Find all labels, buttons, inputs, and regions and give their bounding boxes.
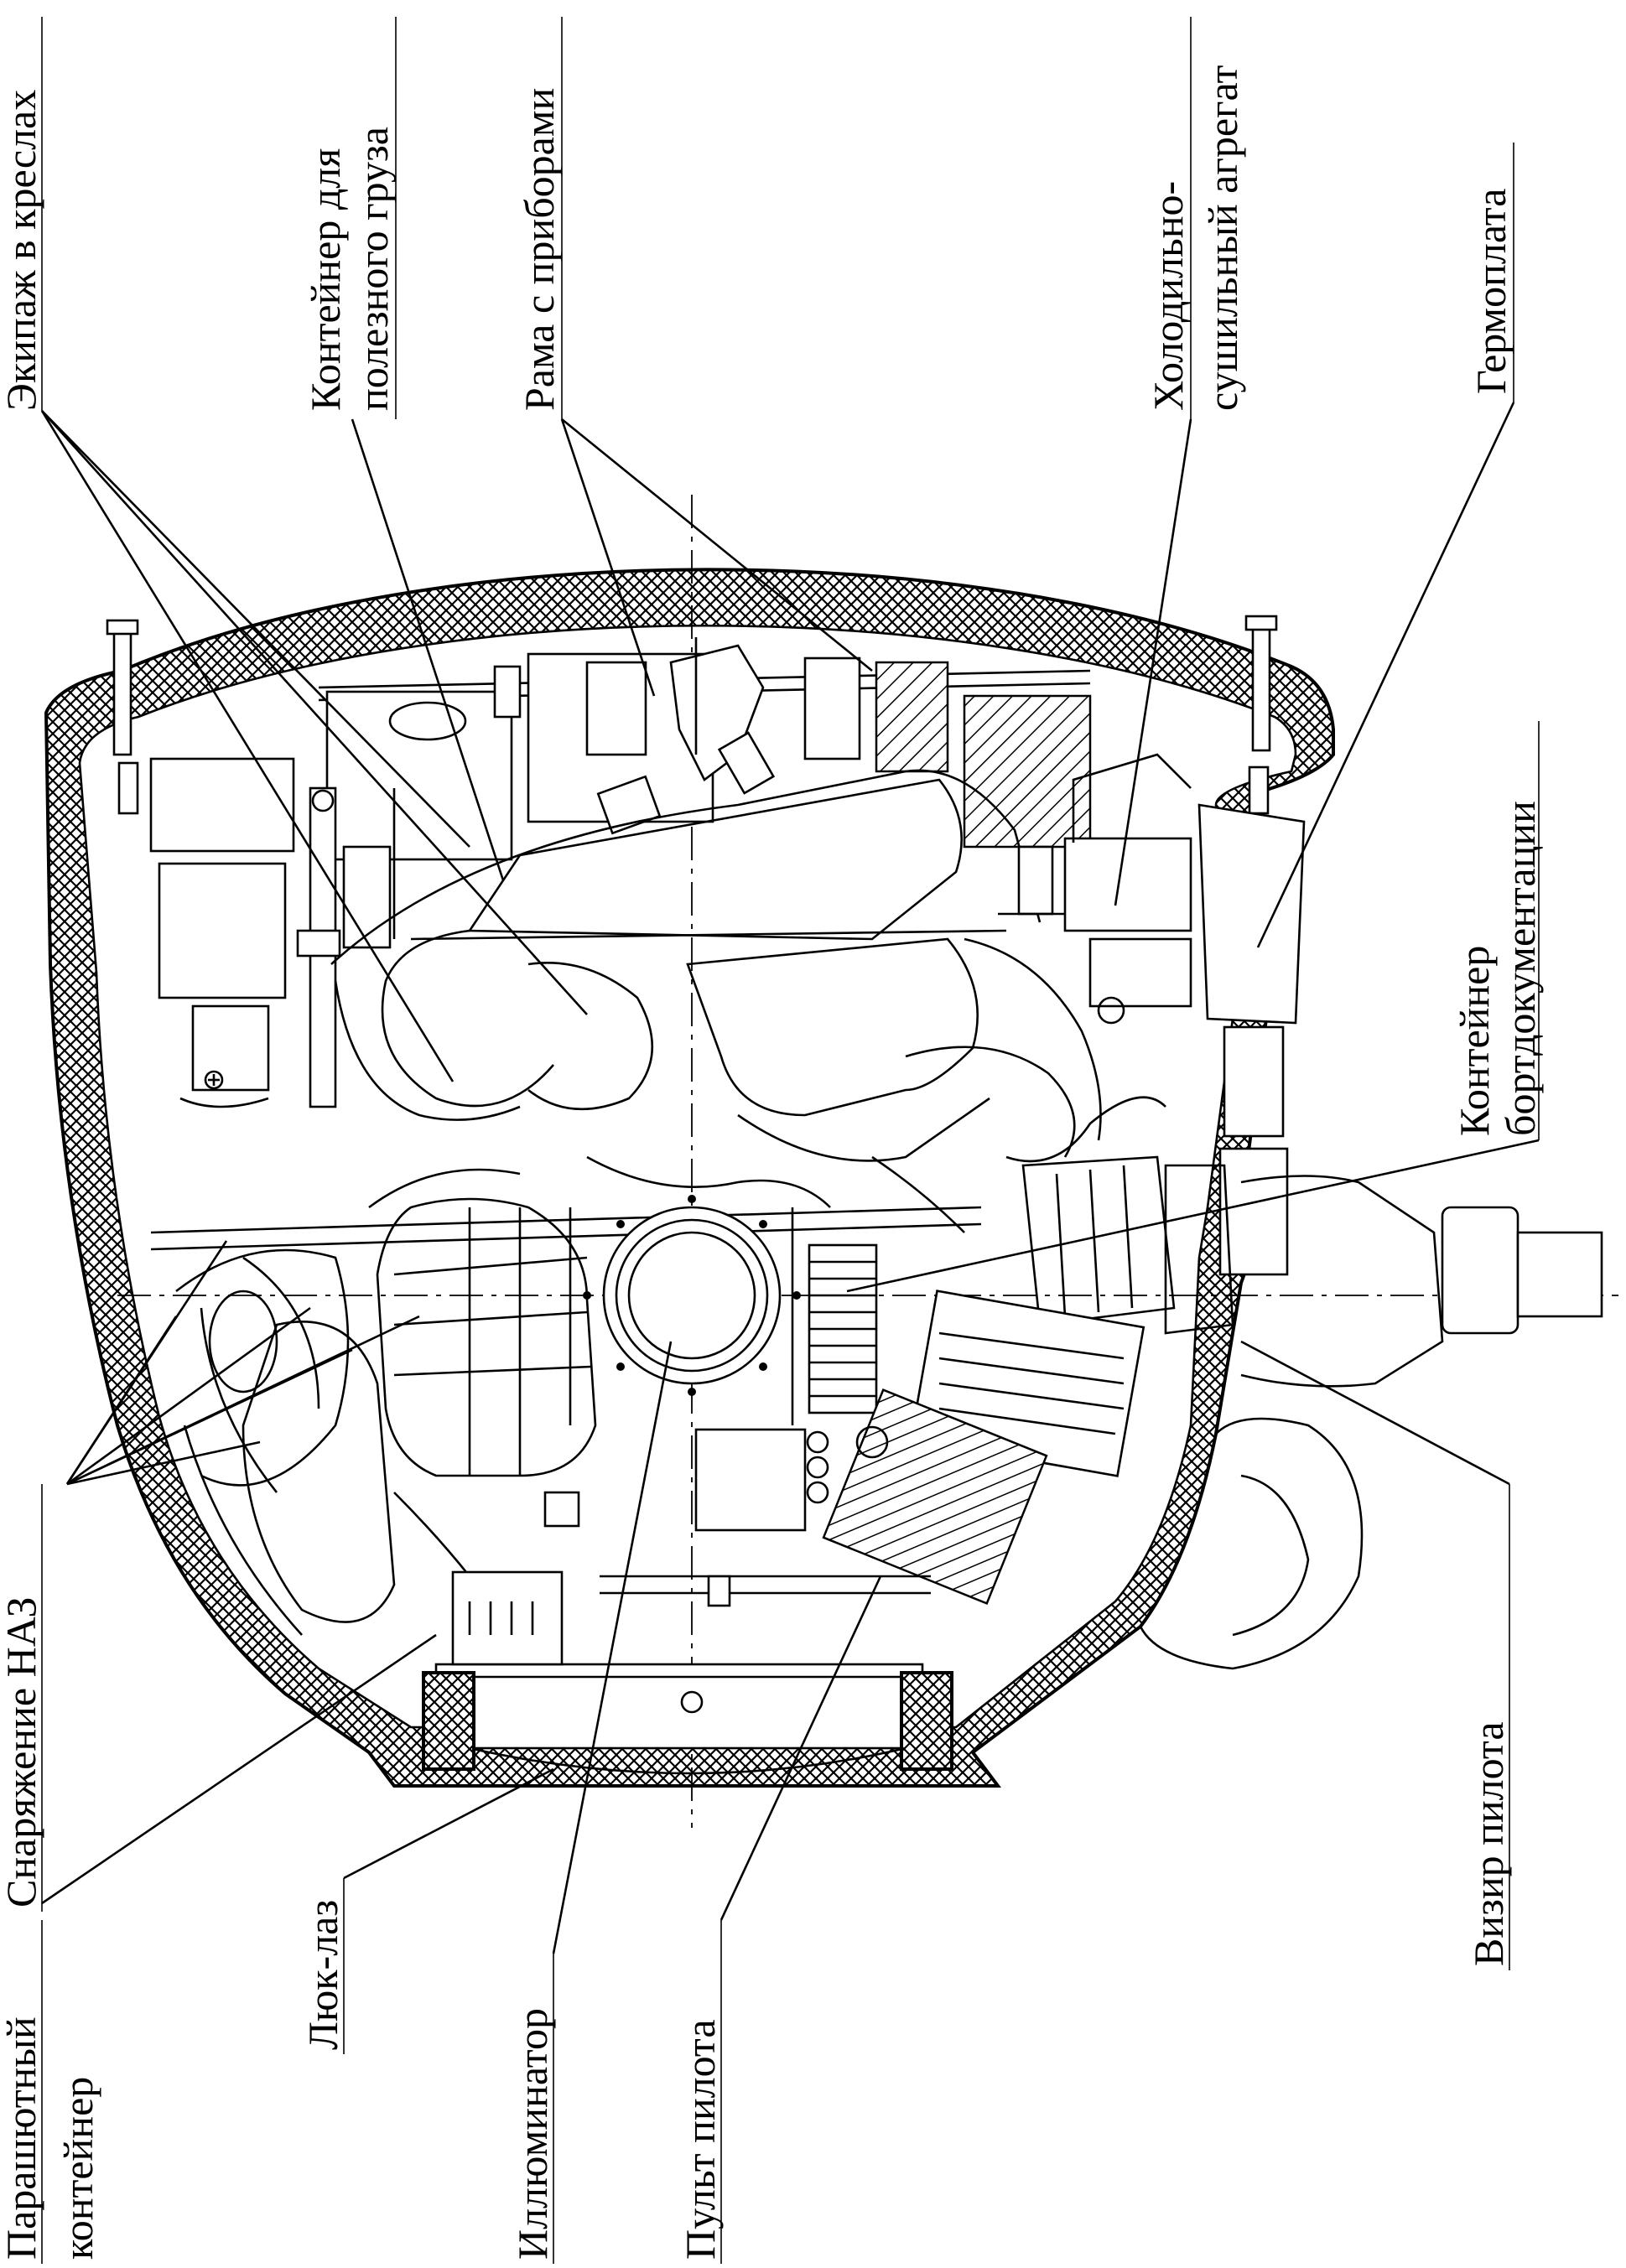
- label-payload-container-line2: полезного груза: [350, 127, 397, 411]
- label-cooling-drying-unit-line1: Холодильно-: [1145, 181, 1192, 411]
- label-parachute-container-line1: Парашютный: [0, 2016, 44, 2260]
- label-crew-in-seats: Экипаж в креслах: [0, 90, 44, 411]
- label-illuminator: Иллюминатор: [509, 2008, 556, 2260]
- label-cooling-drying-unit-line2: сушильный агрегат: [1199, 65, 1246, 411]
- sight-fairing: [1139, 1417, 1364, 1670]
- pilot-console-drawing: [694, 1290, 1145, 1606]
- crew-in-seats-drawing: [150, 769, 1166, 1251]
- label-instrument-frame: Рама с приборами: [516, 88, 563, 411]
- label-hermetic-plate: Гермоплата: [1468, 189, 1514, 394]
- left-instrument-stack: [149, 757, 396, 1108]
- mounting-bolts: [106, 615, 1278, 815]
- label-onboard-docs-container-line2: бортдокументации: [1497, 801, 1544, 1136]
- label-onboard-docs-container-line1: Контейнер: [1451, 946, 1498, 1136]
- label-rules: [41, 17, 1540, 2264]
- hatch-drawing: [422, 1570, 953, 1775]
- leader-lines: [40, 402, 1540, 1954]
- onboard-docs-container-drawing: [808, 1243, 878, 1414]
- naz-equipment-drawing: [175, 1197, 597, 1669]
- pilot-sight-drawing: [1021, 1155, 1603, 1388]
- illuminator-drawing: [569, 1195, 801, 1425]
- cooling-drying-unit-drawing: [998, 753, 1192, 1025]
- label-pilot-sight: Визир пилота: [1465, 1721, 1512, 1966]
- label-pilot-console: Пульт пилота: [677, 2019, 724, 2260]
- label-payload-container-line1: Контейнер для: [302, 148, 349, 411]
- instrument-frame: [318, 637, 1092, 861]
- label-hatch: Люк-лаз: [299, 1900, 346, 2050]
- label-naz-equipment: Снаряжение НАЗ: [0, 1596, 44, 1907]
- hermetic-plate-drawing: [1197, 803, 1306, 1276]
- label-parachute-container-line2: контейнер: [55, 2077, 101, 2260]
